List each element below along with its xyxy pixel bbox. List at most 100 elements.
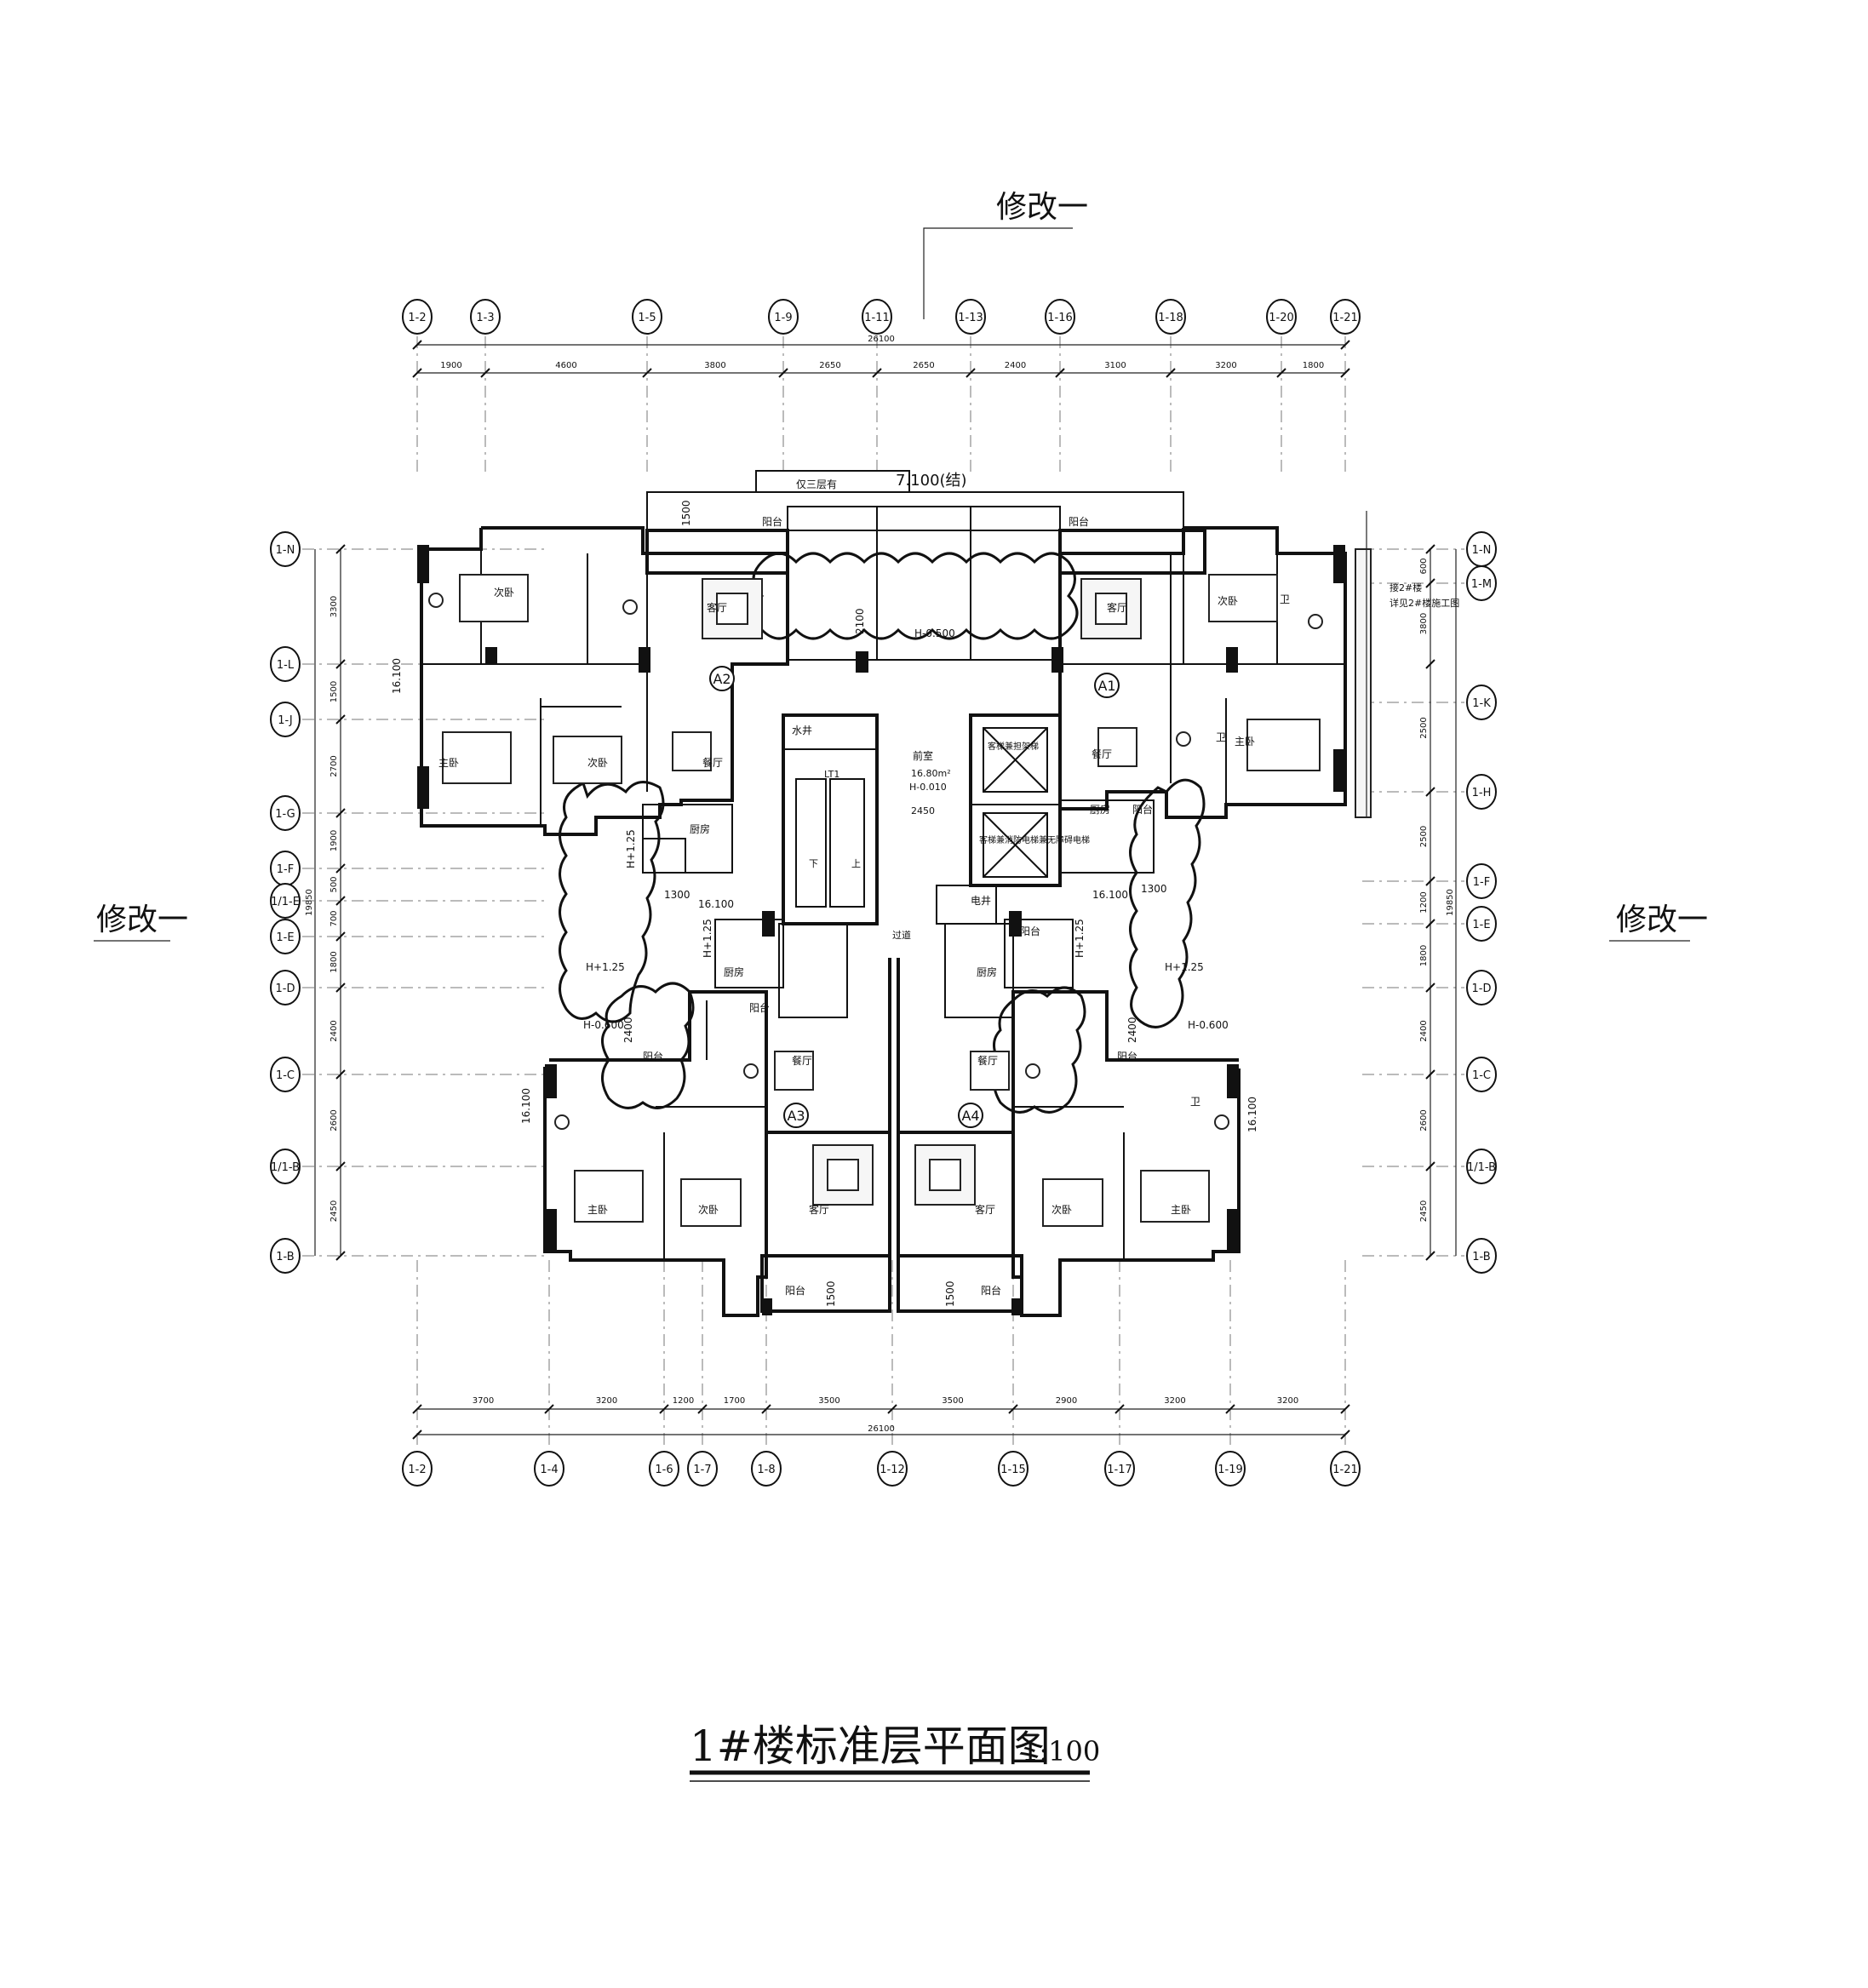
- dimension-value: 3200: [596, 1396, 617, 1406]
- dimension-value: 3200: [1215, 361, 1236, 370]
- h-plus-note: H+1.25: [586, 961, 625, 973]
- svg-text:1-N: 1-N: [1472, 544, 1492, 557]
- dimension-value: 3500: [942, 1396, 963, 1406]
- room-lobby: 前室: [913, 749, 933, 762]
- dim-2400: 2400: [1126, 1017, 1138, 1043]
- dimension-tick: [642, 368, 652, 378]
- room-master: 主卧: [1235, 736, 1255, 748]
- dimension-total: 19850: [305, 889, 314, 916]
- lobby-width: 2450: [911, 805, 935, 816]
- svg-text:1-4: 1-4: [540, 1464, 558, 1476]
- svg-text:1-8: 1-8: [757, 1464, 775, 1476]
- svg-text:1-21: 1-21: [1332, 1464, 1358, 1476]
- dimension-value: 2400: [1419, 1020, 1429, 1041]
- grid-bubble: 1-F: [1466, 863, 1497, 899]
- dimension-tick: [335, 863, 346, 874]
- grid-bubble: 1-K: [1466, 685, 1497, 720]
- dimension-tick: [335, 1251, 346, 1261]
- room-balcony: 阳台: [1132, 803, 1153, 816]
- dimension-value: 2700: [329, 755, 339, 776]
- room-bedroom: 次卧: [1218, 595, 1238, 607]
- unit-label-a2: A2: [713, 671, 731, 687]
- grid-bubble: 1/1-B: [270, 1149, 301, 1184]
- stair-up: 上: [851, 858, 861, 869]
- dim-1500: 1500: [680, 500, 692, 526]
- grid-bubble: 1-E: [1466, 906, 1497, 942]
- dim-1300: 1300: [1141, 883, 1167, 895]
- room-bedroom: 次卧: [698, 1204, 719, 1216]
- room-kitchen: 厨房: [724, 965, 744, 978]
- dimension-tick: [1425, 1161, 1435, 1172]
- svg-text:1-B: 1-B: [276, 1251, 294, 1263]
- svg-text:1-11: 1-11: [864, 312, 890, 324]
- top-elevation: 7.100(结): [896, 472, 967, 490]
- level-16100: 16.100: [1092, 889, 1128, 901]
- room-dining: 餐厅: [702, 756, 723, 769]
- room-balcony: 阳台: [1020, 925, 1040, 937]
- dimension-value: 1900: [440, 361, 461, 370]
- level-16100: 16.100: [520, 1088, 532, 1124]
- room-balcony: 阳台: [643, 1050, 663, 1063]
- room-bedroom: 次卧: [1051, 1204, 1072, 1216]
- dimension-value: 1200: [1419, 891, 1429, 913]
- svg-text:1-M: 1-M: [1471, 578, 1492, 591]
- svg-text:1/1-E: 1/1-E: [271, 896, 300, 908]
- room-balcony: 阳台: [749, 1001, 770, 1014]
- h-plus-note: H+1.25: [625, 829, 637, 868]
- dimension-value: 3100: [1104, 361, 1126, 370]
- svg-text:1-J: 1-J: [278, 714, 293, 727]
- h-plus-note: H+1.25: [702, 919, 713, 958]
- svg-text:1-G: 1-G: [275, 808, 295, 821]
- room-kitchen: 厨房: [690, 822, 710, 835]
- dimension-tick: [1425, 1251, 1435, 1261]
- svg-text:1-9: 1-9: [774, 312, 792, 324]
- grid-bubble: 1-7: [687, 1451, 718, 1487]
- svg-text:1-6: 1-6: [655, 1464, 673, 1476]
- dimension-value: 3800: [1419, 613, 1429, 634]
- dimension-value: 2600: [1419, 1109, 1429, 1131]
- grid-bubble: 1-N: [270, 531, 301, 567]
- level-notes: 仅三层有 7.100(结) 16.100 16.100 16.100 16.10…: [391, 472, 1258, 1307]
- grid-bubble: 1-2: [402, 299, 433, 335]
- grid-bubble: 1-19: [1215, 1451, 1246, 1487]
- dimension-value: 1800: [1303, 361, 1324, 370]
- grid-bubble: 1-D: [270, 970, 301, 1005]
- grid-bubble: 1-11: [862, 299, 892, 335]
- svg-text:1-7: 1-7: [693, 1464, 711, 1476]
- grid-bubble: 1-12: [877, 1451, 908, 1487]
- room-water-shaft: 水井: [792, 725, 812, 736]
- dimension-tick: [335, 1161, 346, 1172]
- dimension-value: 2650: [819, 361, 840, 370]
- dimension-chain-left: 3300150027001900500700180024002600245019…: [305, 544, 346, 1261]
- dimension-tick: [335, 983, 346, 993]
- revision-tag-top: 修改一: [923, 190, 1088, 319]
- svg-text:1-17: 1-17: [1107, 1464, 1132, 1476]
- svg-text:详见2#楼施工图: 详见2#楼施工图: [1390, 597, 1459, 609]
- svg-text:修改一: 修改一: [1616, 902, 1708, 937]
- dim-1500: 1500: [944, 1280, 956, 1307]
- room-master: 主卧: [438, 757, 459, 769]
- dimension-value: 2450: [1419, 1200, 1429, 1222]
- room-living: 客厅: [975, 1203, 995, 1216]
- dimension-tick: [1425, 876, 1435, 886]
- room-living: 客厅: [809, 1203, 829, 1216]
- svg-text:1-N: 1-N: [276, 544, 295, 557]
- h-plus-note: H+1.25: [1074, 919, 1086, 958]
- dimension-value: 1700: [724, 1396, 745, 1406]
- dimension-value: 4600: [555, 361, 576, 370]
- grid-bubble: 1-20: [1266, 299, 1297, 335]
- grid-bubble: 1-21: [1330, 1451, 1361, 1487]
- svg-text:1-K: 1-K: [1472, 697, 1491, 710]
- dimension-tick: [1425, 659, 1435, 669]
- level-16100: 16.100: [1246, 1097, 1258, 1132]
- dimension-tick: [1340, 340, 1350, 350]
- grid-bubble: 1-4: [534, 1451, 564, 1487]
- dimension-tick: [1340, 1429, 1350, 1440]
- grid-bubbles-left: 1-N1-L1-J1-G1-F1/1-E1-E1-D1-C1/1-B1-B: [270, 531, 301, 1274]
- dimension-tick: [1114, 1404, 1125, 1414]
- svg-text:1-2: 1-2: [408, 1464, 426, 1476]
- dimension-tick: [335, 1069, 346, 1080]
- room-balcony: 阳台: [1069, 515, 1089, 528]
- dimension-tick: [659, 1404, 669, 1414]
